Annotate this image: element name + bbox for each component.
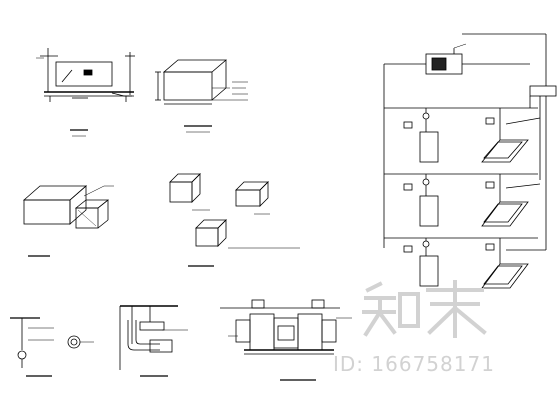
pipe-support-detail (10, 317, 94, 377)
air-handling-unit-detail (220, 299, 352, 381)
duct-hanger-detail (36, 48, 135, 137)
wall-penetration-detail (119, 305, 188, 377)
duct-fittings-detail (169, 173, 300, 267)
riser-system-diagram (383, 33, 557, 289)
watermark-id: ID: 166758171 (333, 352, 495, 376)
duct-branch-detail (22, 185, 114, 257)
watermark-logo: 知末 (362, 280, 487, 338)
duct-section-detail (155, 59, 248, 133)
